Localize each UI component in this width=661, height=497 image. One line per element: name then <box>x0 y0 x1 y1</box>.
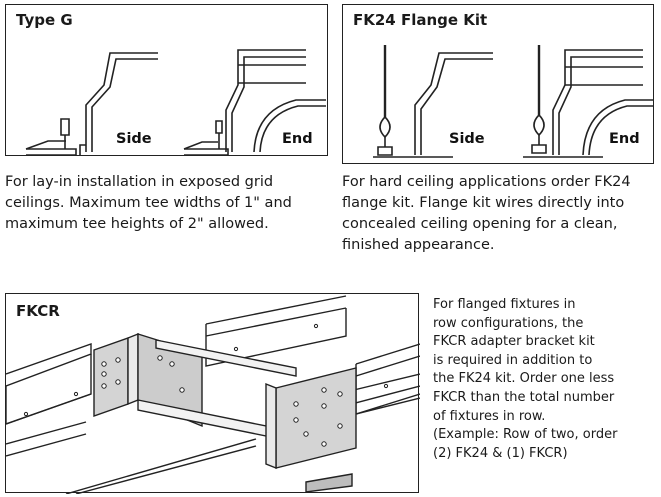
type-g-caption: For lay-in installation in exposed grid … <box>5 172 331 235</box>
fk24-side-view <box>373 45 493 158</box>
fkcr-panel: FKCR <box>5 293 420 494</box>
fkcr-caption-line: row configurations, the <box>433 315 584 331</box>
fk24-caption-line: finished appearance. <box>342 237 495 253</box>
fkcr-caption-line: FKCR than the total number <box>433 389 615 405</box>
fk24-end-label: End <box>609 131 640 147</box>
fk24-title: FK24 Flange Kit <box>353 11 488 29</box>
type-g-end-view <box>183 49 326 156</box>
fkcr-caption-line: (2) FK24 & (1) FKCR) <box>433 445 568 461</box>
type-g-caption-line: For lay-in installation in exposed grid <box>5 174 274 190</box>
fkcr-caption: For flanged fixtures in row configuratio… <box>433 296 659 463</box>
fk24-panel: FK24 Flange Kit Side End <box>342 4 654 164</box>
type-g-diagram: Side End <box>25 49 326 156</box>
fkcr-caption-line: is required in addition to <box>433 352 593 368</box>
fkcr-caption-line: the FK24 kit. Order one less <box>433 371 615 387</box>
type-g-title: Type G <box>16 11 73 29</box>
fk24-caption-line: For hard ceiling applications order FK24 <box>342 174 631 190</box>
type-g-caption-line: maximum tee heights of 2" allowed. <box>5 216 269 232</box>
fk24-side-label: Side <box>449 131 485 147</box>
fkcr-caption-line: For flanged fixtures in <box>433 297 576 312</box>
fkcr-caption-line: FKCR adapter bracket kit <box>433 334 595 350</box>
fkcr-grid-rails <box>6 295 420 494</box>
type-g-panel: Type G Side End <box>5 4 328 156</box>
fkcr-title: FKCR <box>16 302 60 320</box>
fk24-caption: For hard ceiling applications order FK24… <box>342 172 660 256</box>
type-g-end-label: End <box>282 131 313 147</box>
fkcr-brackets <box>93 332 357 493</box>
fk24-caption-line: concealed ceiling opening for a clean, <box>342 216 618 232</box>
type-g-side-view <box>25 52 158 156</box>
fk24-diagram: Side End <box>373 45 653 158</box>
type-g-side-label: Side <box>116 131 152 147</box>
fkcr-caption-line: of fixtures in row. <box>433 408 546 424</box>
fk24-end-view <box>523 45 653 158</box>
fk24-caption-line: flange kit. Flange kit wires directly in… <box>342 195 625 211</box>
type-g-caption-line: ceilings. Maximum tee widths of 1" and <box>5 195 292 211</box>
fkcr-caption-line: (Example: Row of two, order <box>433 427 618 443</box>
fkcr-bracket-holes <box>23 323 389 447</box>
fkcr-diagram <box>6 295 420 494</box>
